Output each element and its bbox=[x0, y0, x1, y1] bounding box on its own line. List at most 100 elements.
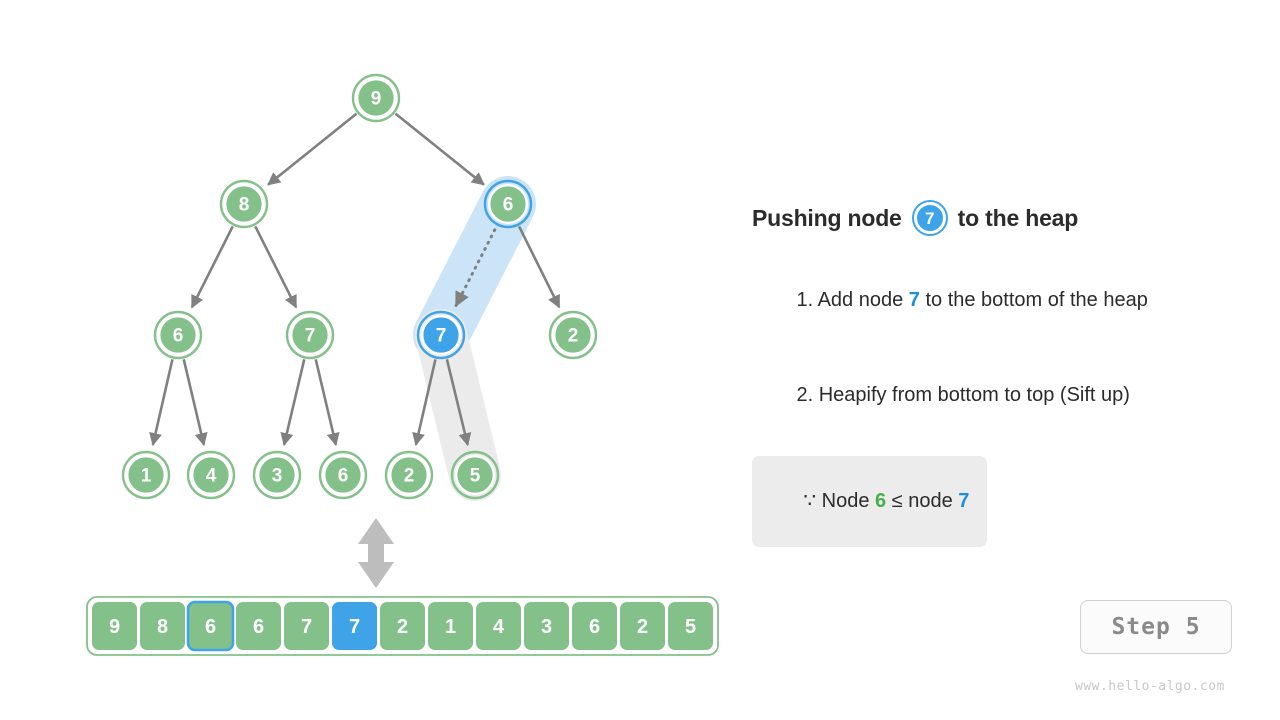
tree-node-6: 6 bbox=[318, 450, 368, 500]
page-title: Pushing node 7 to the heap bbox=[752, 200, 1222, 236]
node-disc bbox=[223, 183, 264, 224]
node-outer-ring bbox=[252, 450, 302, 500]
node-outer-ring bbox=[318, 450, 368, 500]
tree-node-8: 8 bbox=[219, 179, 269, 229]
title-suffix: to the heap bbox=[957, 204, 1079, 231]
array-cell-value: 9 bbox=[109, 616, 120, 638]
node-value: 4 bbox=[206, 466, 217, 487]
node-value: 2 bbox=[404, 466, 415, 487]
title-prefix: Pushing node bbox=[752, 204, 902, 231]
array-cell-value: 8 bbox=[157, 616, 168, 638]
array-cell bbox=[140, 602, 185, 650]
badge-outer-ring bbox=[911, 200, 948, 236]
node-outer-ring bbox=[153, 310, 203, 360]
badge-value: 7 bbox=[914, 203, 945, 233]
node-value: 6 bbox=[173, 326, 184, 347]
node-outer-ring bbox=[121, 450, 171, 500]
node-value: 7 bbox=[436, 326, 447, 347]
node-value: 2 bbox=[568, 326, 579, 347]
node-value: 6 bbox=[338, 466, 349, 487]
node-outer-ring bbox=[548, 310, 598, 360]
array-cell-value: 7 bbox=[301, 616, 312, 638]
array-cell bbox=[428, 602, 473, 650]
step-badge: Step 5 bbox=[1080, 600, 1232, 654]
node-outer-ring bbox=[416, 310, 466, 360]
tree-edge bbox=[182, 359, 208, 447]
step-item-2: 2. Heapify from bottom to top (Sift up) bbox=[752, 361, 1222, 430]
array-cell bbox=[332, 602, 377, 650]
tree-node-6: 6 bbox=[153, 310, 203, 360]
array-cell bbox=[620, 602, 665, 650]
tree-node-2: 2 bbox=[384, 450, 434, 500]
step-list: 1. Add node 7 to the bottom of the heap … bbox=[752, 266, 1222, 430]
tree-edge bbox=[445, 358, 472, 447]
node-value: 9 bbox=[371, 89, 382, 110]
tree-edge-dotted bbox=[454, 228, 497, 308]
tree-edge bbox=[190, 225, 234, 309]
node-outer-ring bbox=[483, 179, 533, 229]
title-node-badge: 7 bbox=[911, 200, 948, 236]
tree-edge bbox=[412, 359, 437, 447]
node-disc bbox=[389, 455, 430, 496]
array-cell-value: 2 bbox=[397, 616, 408, 638]
array-cell bbox=[380, 602, 425, 650]
array-cell-value: 2 bbox=[637, 616, 648, 638]
node-disc bbox=[421, 315, 462, 356]
tree-edge bbox=[280, 359, 306, 447]
node-disc bbox=[356, 77, 397, 118]
tree-edge bbox=[314, 359, 340, 447]
node-value: 6 bbox=[503, 195, 514, 216]
node-value: 8 bbox=[239, 195, 250, 216]
array-cell-value: 3 bbox=[541, 616, 552, 638]
tree-edges bbox=[149, 112, 561, 447]
tree-node-2: 2 bbox=[548, 310, 598, 360]
step-1-suffix: to the bottom of the heap bbox=[919, 289, 1148, 311]
tree-edge bbox=[267, 112, 358, 186]
node-disc bbox=[257, 455, 298, 496]
reason-prefix: Node bbox=[816, 490, 876, 512]
array-cell bbox=[572, 602, 617, 650]
array-cell-value: 1 bbox=[445, 616, 456, 638]
tree-node-3: 3 bbox=[252, 450, 302, 500]
tree-edge bbox=[254, 225, 298, 309]
array-cell bbox=[284, 602, 329, 650]
step-item-1: 1. Add node 7 to the bottom of the heap bbox=[752, 266, 1222, 335]
array-cell bbox=[524, 602, 569, 650]
node-disc bbox=[125, 455, 166, 496]
array-cell-value: 6 bbox=[205, 616, 216, 638]
step-2-prefix: 2. Heapify from bottom to top (Sift up) bbox=[796, 384, 1130, 406]
node-outer-ring bbox=[384, 450, 434, 500]
array-cell-value: 4 bbox=[493, 616, 505, 638]
because-symbol: ∵ bbox=[803, 490, 817, 512]
tree-node-7: 7 bbox=[285, 310, 335, 360]
node-outer-ring bbox=[351, 73, 401, 123]
node-disc bbox=[553, 315, 594, 356]
node-outer-ring bbox=[450, 450, 500, 500]
node-disc bbox=[190, 455, 231, 496]
array-container-border bbox=[86, 596, 719, 656]
array-cell bbox=[476, 602, 521, 650]
tree-edge bbox=[517, 225, 561, 309]
reason-callout: ∵ Node 6 ≤ node 7 bbox=[752, 456, 988, 547]
node-disc bbox=[488, 183, 529, 224]
node-disc bbox=[323, 455, 364, 496]
node-outer-ring bbox=[186, 450, 236, 500]
node-value: 7 bbox=[305, 326, 316, 347]
tree-edge bbox=[394, 112, 485, 186]
reason-value-b: 7 bbox=[958, 490, 970, 512]
tree-edge bbox=[149, 359, 174, 447]
node-value: 5 bbox=[470, 466, 481, 487]
explanation-panel: Pushing node 7 to the heap 1. Add node 7… bbox=[752, 200, 1222, 547]
array-cell-value: 6 bbox=[589, 616, 600, 638]
array-cell bbox=[668, 602, 713, 650]
array-cell-value: 7 bbox=[349, 616, 360, 638]
array-cell-value: 5 bbox=[685, 616, 696, 638]
node-disc bbox=[290, 315, 331, 356]
array-cell bbox=[236, 602, 281, 650]
tree-array-link-arrow bbox=[358, 518, 394, 588]
node-disc bbox=[157, 315, 198, 356]
